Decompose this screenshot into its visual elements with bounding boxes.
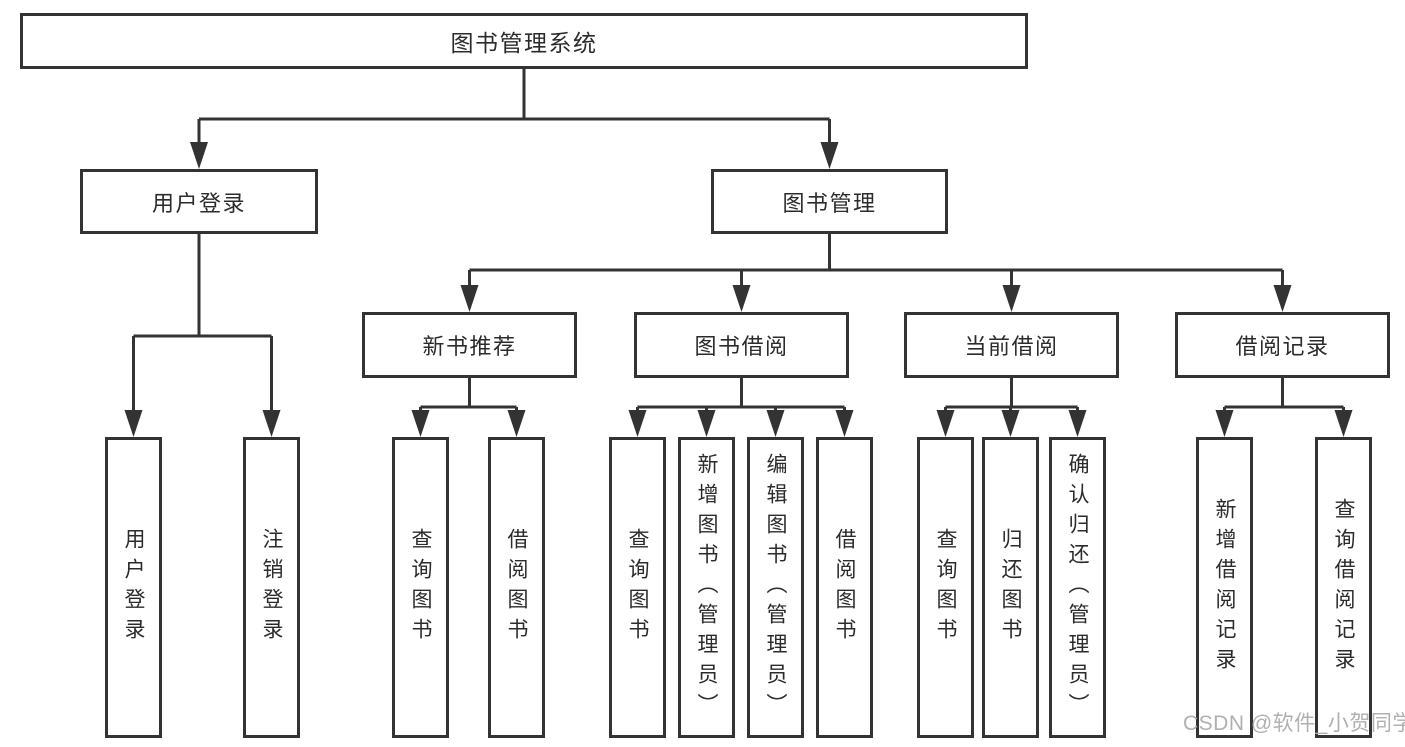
node-label: 确认归还（管理员）: [1066, 452, 1089, 723]
node-label: 图书管理: [782, 190, 877, 216]
csdn-watermark: CSDN @软件_小贺同学: [1183, 712, 1405, 735]
arrowheads: [124, 142, 1353, 437]
node-label: 借阅记录: [1235, 334, 1330, 359]
node-label: 当前借阅: [964, 334, 1059, 359]
node-label: 借阅图书: [505, 527, 528, 648]
node-borrowing-records: 借阅记录: [1175, 312, 1390, 378]
node-label: 查询借阅记录: [1332, 497, 1355, 678]
node-user-login: 用户登录: [80, 169, 318, 234]
leaf-logout: 注销登录: [243, 437, 300, 738]
leaf-borrow-books-new-rec: 借阅图书: [488, 437, 545, 738]
leaf-query-books-current: 查询图书: [917, 437, 974, 738]
node-label: 查询图书: [934, 527, 957, 648]
node-label: 图书借阅: [694, 334, 789, 359]
node-label: 归还图书: [999, 527, 1022, 648]
node-library-management-system: 图书管理系统: [20, 13, 1028, 69]
leaf-borrow-books-borrowing: 借阅图书: [816, 437, 873, 738]
node-label: 查询图书: [626, 527, 649, 648]
node-new-book-recommendation: 新书推荐: [362, 312, 577, 378]
node-label: 新书推荐: [422, 334, 517, 359]
node-label: 注销登录: [260, 527, 283, 648]
leaf-query-books-new-rec: 查询图书: [392, 437, 449, 738]
node-label: 编辑图书（管理员）: [764, 452, 787, 723]
node-label: 借阅图书: [833, 527, 856, 648]
node-book-borrowing: 图书借阅: [634, 312, 849, 378]
leaf-query-borrow-record: 查询借阅记录: [1315, 437, 1372, 738]
leaf-confirm-return-admin: 确认归还（管理员）: [1049, 437, 1106, 738]
leaf-edit-books-admin: 编辑图书（管理员）: [747, 437, 804, 738]
node-label: 用户登录: [151, 190, 246, 216]
leaf-return-books: 归还图书: [982, 437, 1039, 738]
node-label: 用户登录: [122, 527, 145, 648]
node-book-management: 图书管理: [711, 169, 948, 234]
leaf-add-books-admin: 新增图书（管理员）: [678, 437, 735, 738]
node-label: 新增借阅记录: [1213, 497, 1236, 678]
node-label: 查询图书: [409, 527, 432, 648]
node-label: 新增图书（管理员）: [695, 452, 718, 723]
leaf-query-books-borrowing: 查询图书: [609, 437, 666, 738]
leaf-add-borrow-record: 新增借阅记录: [1196, 437, 1253, 738]
leaf-user-login: 用户登录: [105, 437, 162, 738]
node-current-borrowing: 当前借阅: [904, 312, 1119, 378]
node-label: 图书管理系统: [450, 30, 598, 56]
